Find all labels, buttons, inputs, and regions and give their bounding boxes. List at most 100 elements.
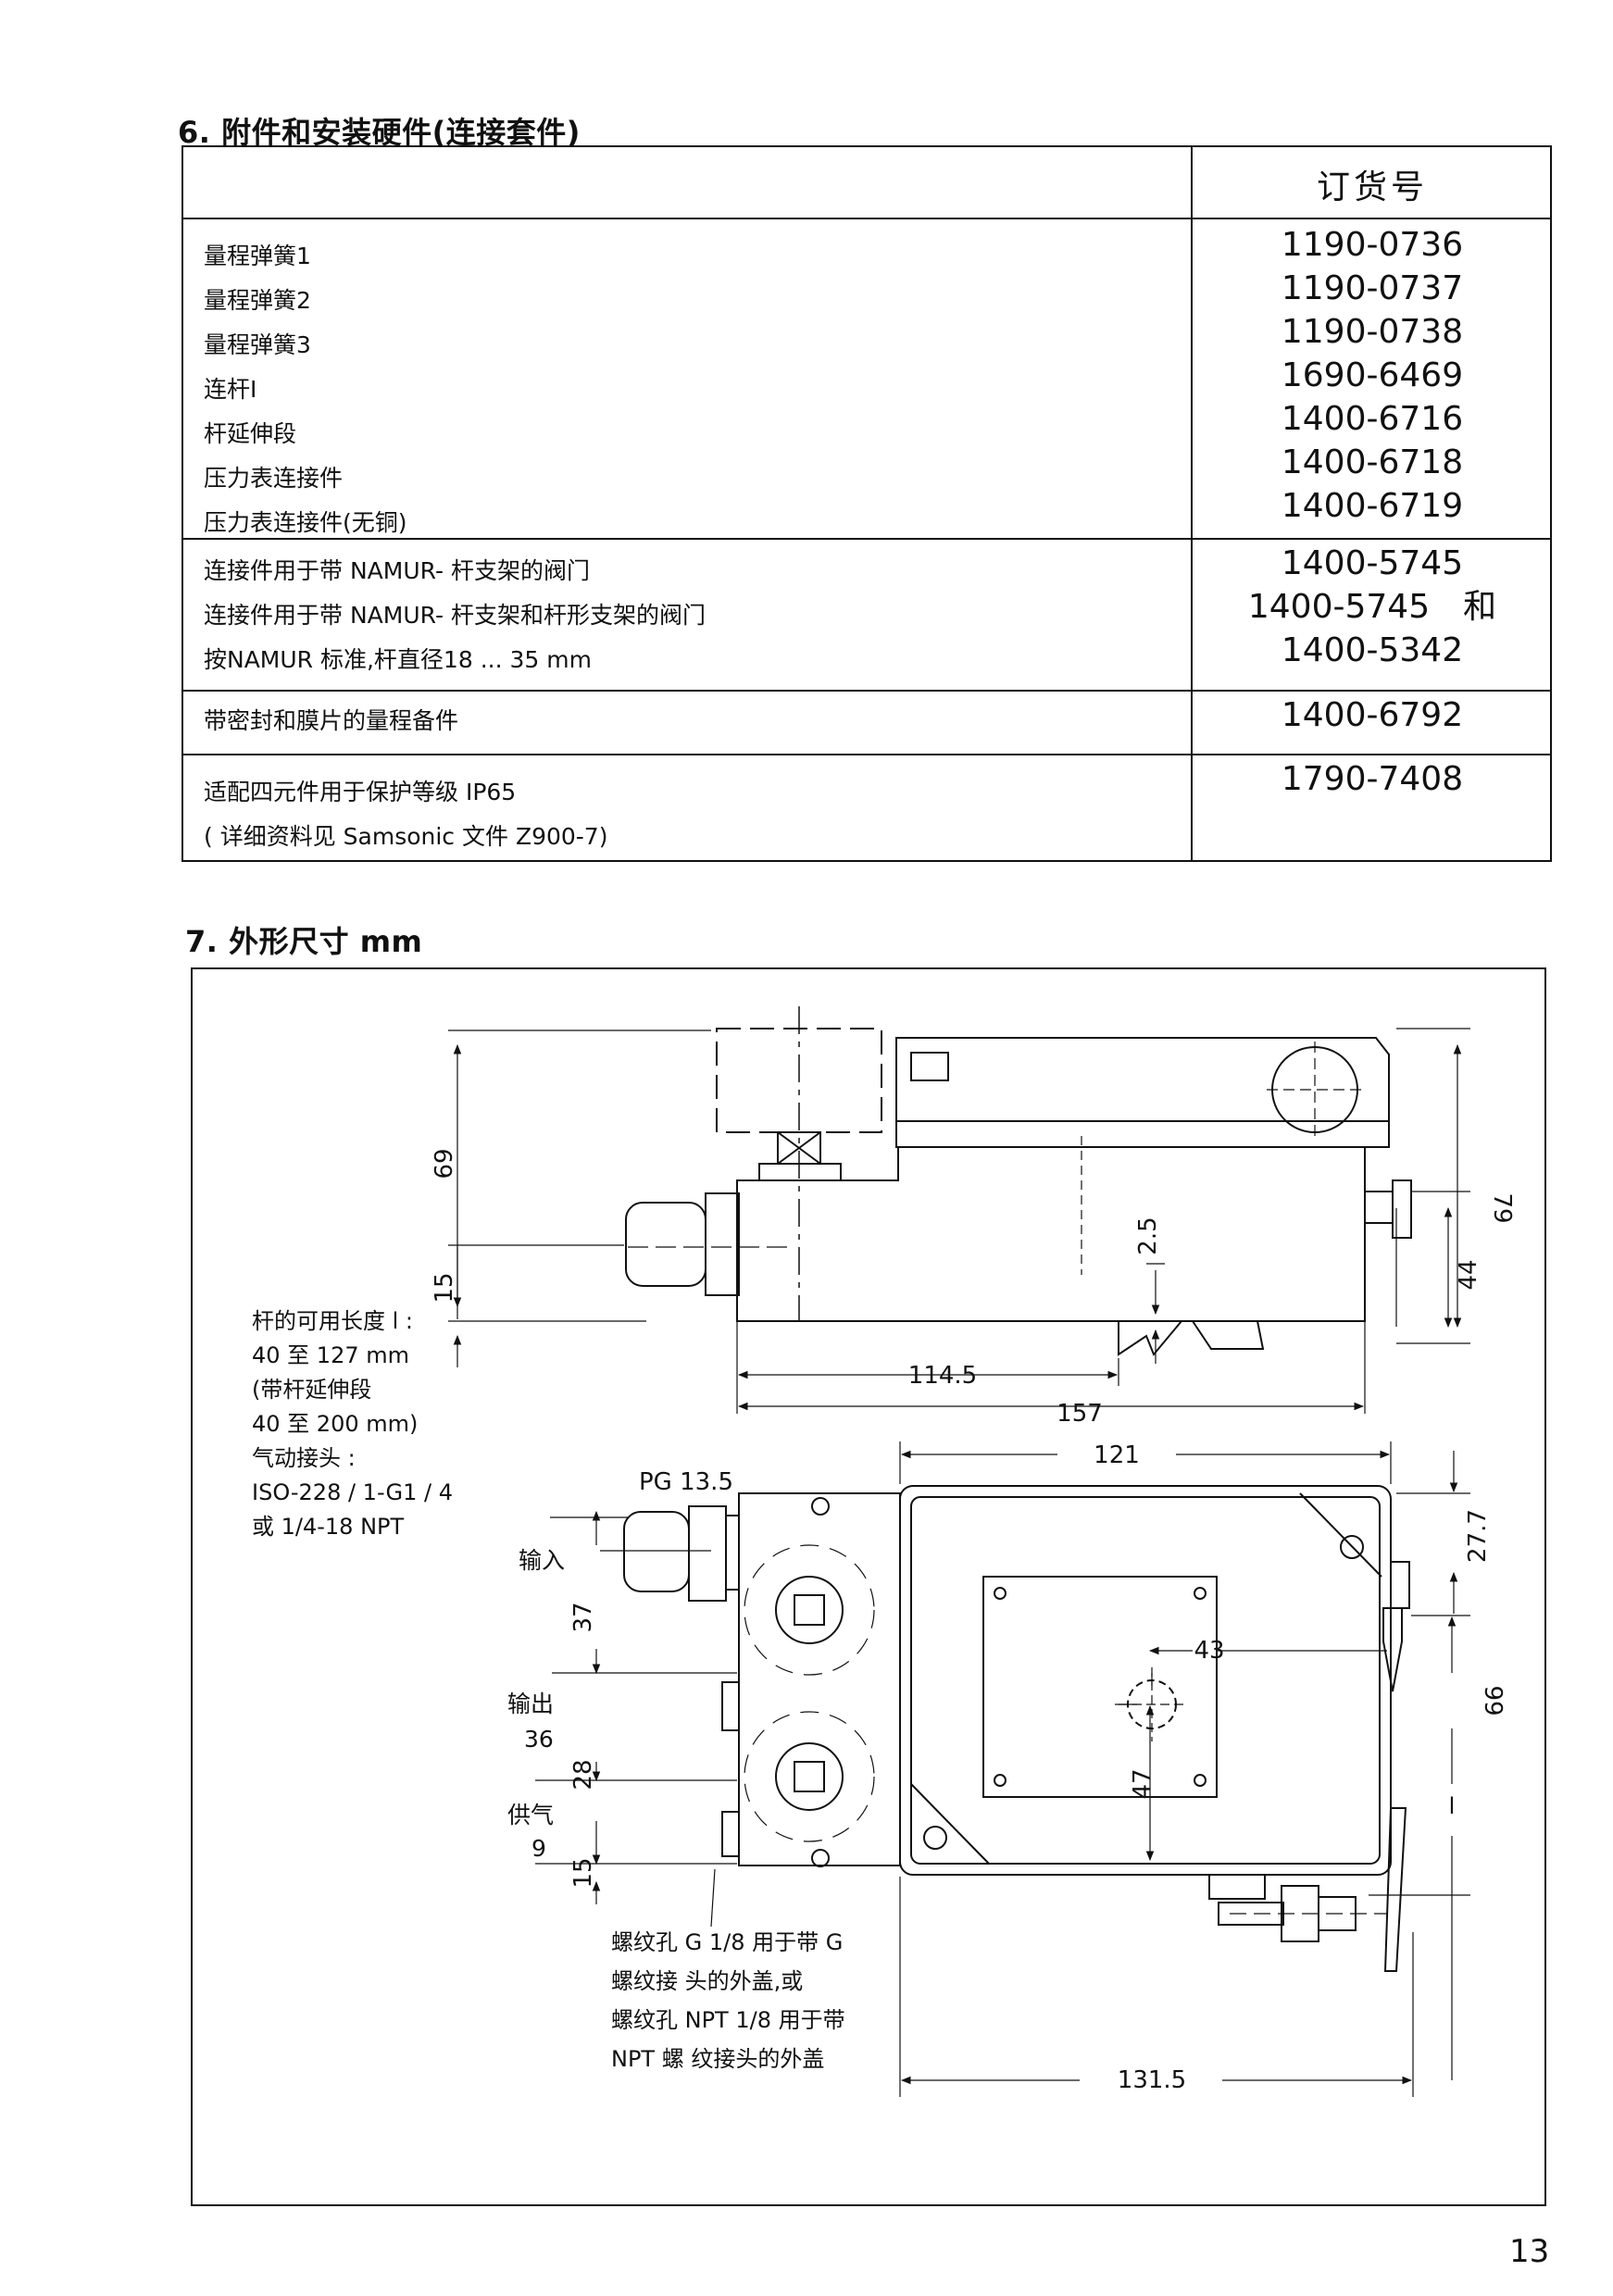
table-row-desc: 连接件用于带 NAMUR- 杆支架的阀门 [204,557,590,584]
order-number: 1400-6718 [1281,443,1464,481]
bottom-notch [1118,1320,1182,1356]
order-number: 1190-0737 [1281,269,1464,307]
note-line: 40 至 200 mm) [252,1411,419,1437]
table-row-desc: 杆延伸段 [204,420,297,447]
side-view [448,1006,1470,1414]
pg-label: PG 13.5 [639,1468,733,1496]
lever-length-note: 杆的可用长度 l : 40 至 127 mm (带杆延伸段 40 至 200 m… [252,1304,453,1544]
dimension-drawing-frame: 69 15 2.5 79 44 114.5 157 121 27.7 99 l … [191,967,1546,2206]
order-number: 1690-6469 [1281,356,1464,394]
input-port-outline [744,1544,875,1676]
supply-label: 供气 [507,1802,554,1828]
front-view [535,1441,1470,2097]
main-body [736,1146,1366,1322]
cable-gland-nut [705,1192,740,1296]
side-flange [1392,1179,1412,1239]
front-cover [899,1485,1392,1876]
group-3-order-numbers: 1400-6792 [1193,693,1552,737]
row-divider [183,690,1550,692]
input-label: 输入 [519,1547,565,1574]
table-row-desc: 按NAMUR 标准,杆直径18 ... 35 mm [204,646,592,673]
screw [811,1849,830,1867]
order-number: 1400-6719 [1281,487,1464,525]
dim-28: 28 [569,1759,597,1790]
dim-27-7: 27.7 [1464,1509,1492,1563]
row-divider [183,538,1550,540]
dim-69: 69 [431,1148,458,1179]
cover-small-block [910,1052,949,1081]
table-row-desc: 连接件用于带 NAMUR- 杆支架和杆形支架的阀门 [204,602,706,629]
dimension-labels: 69 15 2.5 79 44 114.5 157 121 27.7 99 l … [431,1148,1516,2094]
dim-99: 99 [1479,1685,1507,1716]
supply-port [775,1742,844,1811]
dim-2-5: 2.5 [1134,1217,1162,1254]
cable-gland-front-nut [688,1505,727,1602]
connector-plate [758,1163,842,1181]
dim-36: 36 [524,1726,554,1753]
order-number: 1400-5342 [1281,631,1464,669]
table-row-desc: 量程弹簧1 [204,243,311,269]
output-port [721,1681,740,1731]
column-divider [1191,147,1193,860]
lever-arm [1383,1807,1407,1972]
lever-length-label: l [1449,1793,1456,1819]
section-7-title: 7. 外形尺寸 mm [185,924,423,959]
dim-15-bottom: 15 [569,1857,597,1888]
group-2-order-numbers: 1400-5745 1400-5745 和 1400-5342 [1193,542,1552,672]
note-line: 气动接头 : [252,1445,356,1471]
dim-157: 157 [1057,1400,1103,1428]
note-line: 螺纹接 头的外盖,或 [611,1968,804,1994]
note-line: ISO-228 / 1-G1 / 4 [252,1479,453,1505]
input-port-square [794,1594,825,1626]
screw [811,1497,830,1516]
pneumatic-block [738,1492,901,1866]
table-row-desc: 量程弹簧2 [204,287,311,314]
table-row-desc: 连杆I [204,376,257,403]
table-row-desc: 适配四元件用于保护等级 IP65 [204,779,517,805]
dim-44: 44 [1455,1259,1482,1290]
dim-9: 9 [531,1835,546,1862]
dim-47: 47 [1129,1768,1157,1799]
table-row-desc: 带密封和膜片的量程备件 [204,707,459,734]
lever-top [1382,1607,1403,1692]
dim-15-top: 15 [431,1272,458,1303]
note-line: 螺纹孔 G 1/8 用于带 G [611,1929,844,1955]
cover-screw [923,1826,947,1850]
dim-131-5: 131.5 [1118,2066,1186,2094]
lever-bracket [1390,1561,1410,1609]
order-number: 1790-7408 [1281,760,1464,798]
output-label: 输出 [507,1691,554,1717]
page-number: 13 [1509,2233,1550,2270]
order-number: 1400-5745 和 [1247,588,1497,626]
section-6-title: 6. 附件和安装硬件(连接套件) [178,115,581,150]
row-divider [183,754,1550,755]
group-4-descriptions: 适配四元件用于保护等级 IP65 ( 详细资料见 Samsonic 文件 Z90… [204,770,1176,859]
note-line: (带杆延伸段 [252,1377,372,1403]
supply-port-square [794,1761,825,1792]
note-line: 螺纹孔 NPT 1/8 用于带 [611,2007,845,2033]
group-1-order-numbers: 1190-0736 1190-0737 1190-0738 1690-6469 … [1193,223,1552,528]
group-1-descriptions: 量程弹簧1 量程弹簧2 量程弹簧3 连杆I 杆延伸段 压力表连接件 压力表连接件… [204,234,1176,545]
group-4-order-numbers: 1790-7408 [1193,757,1552,801]
note-line: 杆的可用长度 l : [252,1308,414,1334]
dim-121: 121 [1094,1441,1140,1469]
dim-43: 43 [1194,1637,1224,1665]
note-line: 40 至 127 mm [252,1342,409,1368]
table-row-desc: ( 详细资料见 Samsonic 文件 Z900-7) [204,823,608,850]
order-number: 1400-6792 [1281,696,1464,734]
order-number: 1190-0738 [1281,313,1464,351]
cover-screw [1340,1535,1364,1559]
note-line: 或 1/4-18 NPT [252,1514,405,1540]
cover-base [895,1120,1390,1148]
cable-gland-front [623,1511,690,1592]
input-port [775,1576,844,1644]
order-number: 1190-0736 [1281,226,1464,264]
nameplate [982,1576,1218,1798]
cable-gland [625,1202,706,1287]
dim-114-5: 114.5 [908,1362,977,1390]
supply-connection [721,1811,740,1857]
group-2-descriptions: 连接件用于带 NAMUR- 杆支架的阀门 连接件用于带 NAMUR- 杆支架和杆… [204,549,1176,682]
group-3-descriptions: 带密封和膜片的量程备件 [204,699,1176,743]
dimension-drawing: 69 15 2.5 79 44 114.5 157 121 27.7 99 l … [431,1006,1516,2097]
thread-note: 螺纹孔 G 1/8 用于带 G 螺纹接 头的外盖,或 螺纹孔 NPT 1/8 用… [611,1923,845,2078]
